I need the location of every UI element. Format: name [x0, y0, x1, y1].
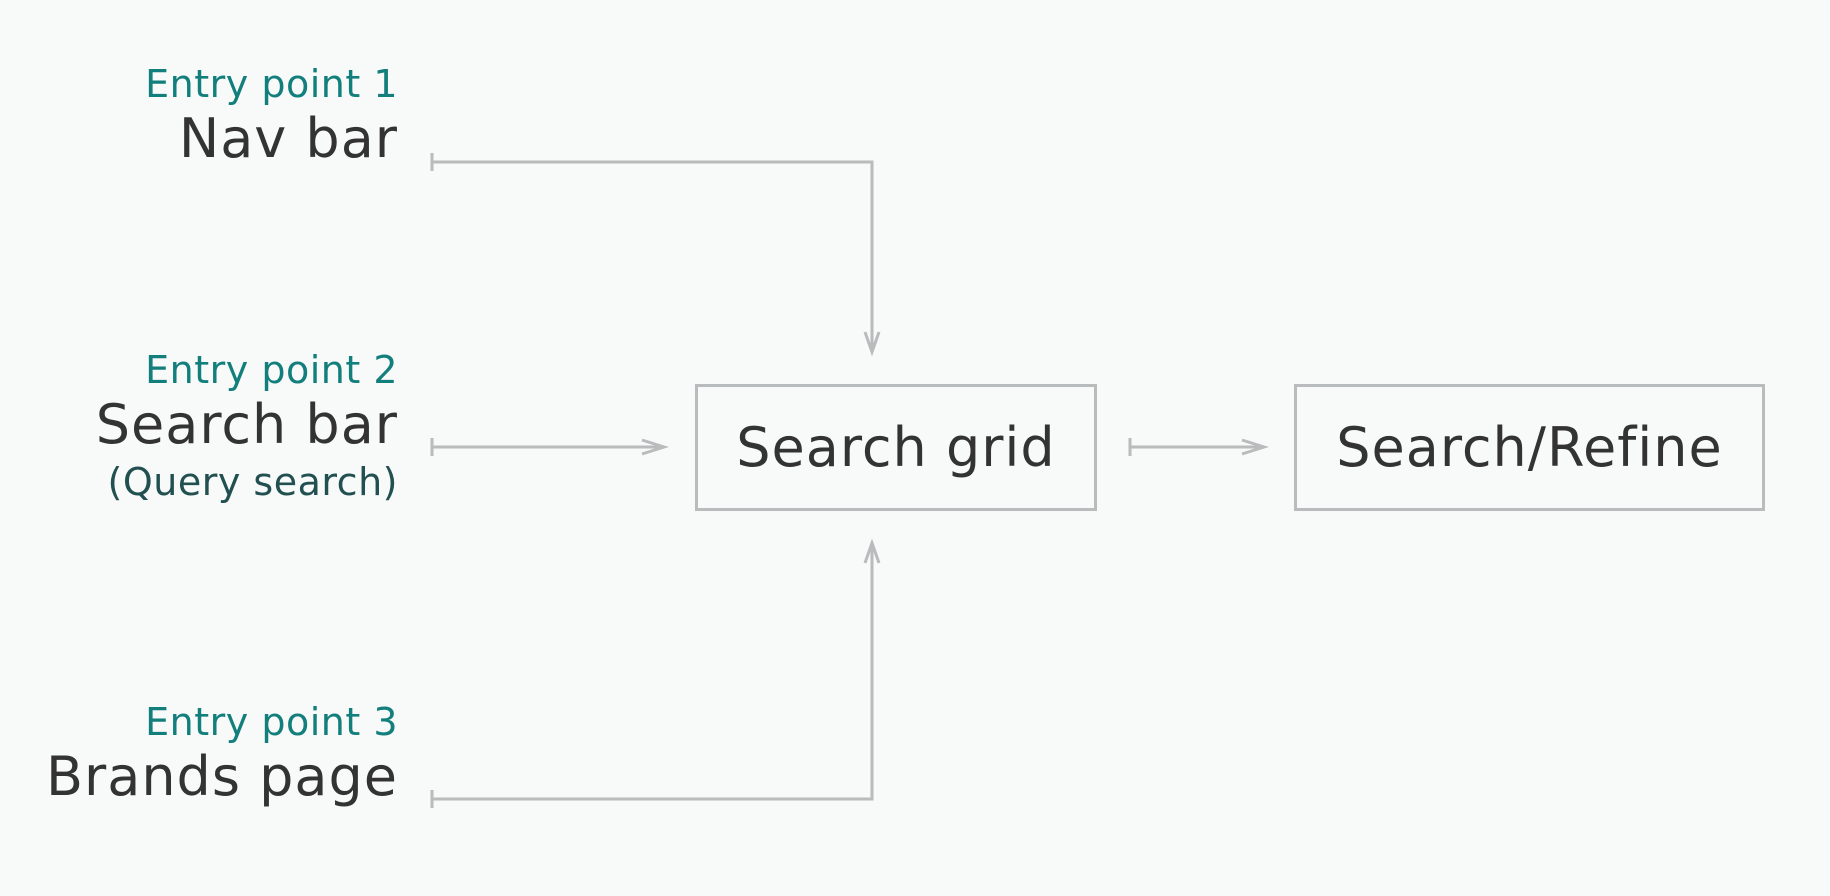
connector-grid-to-refine [1128, 438, 1269, 456]
entry-point-1: Entry point 1 Nav bar [145, 62, 398, 172]
connector-brands-to-grid [430, 538, 881, 808]
entry-point-3: Entry point 3 Brands page [46, 700, 398, 810]
entry-point-3-tag: Entry point 3 [145, 700, 398, 744]
connector-search-to-grid [430, 438, 669, 456]
entry-point-3-name: Brands page [45, 745, 398, 808]
search-grid-label: Search grid [736, 416, 1056, 479]
entry-point-2-tag: Entry point 2 [145, 348, 398, 392]
connector-nav-to-grid [430, 153, 881, 357]
search-refine-label: Search/Refine [1336, 416, 1723, 479]
search-refine-node: Search/Refine [1294, 384, 1765, 511]
entry-point-1-name: Nav bar [178, 107, 398, 170]
entry-point-2-note: (Query search) [107, 460, 398, 504]
search-grid-node: Search grid [695, 384, 1097, 511]
entry-point-2: Entry point 2 Search bar (Query search) [96, 348, 398, 506]
entry-point-2-name: Search bar [95, 393, 398, 456]
entry-point-1-tag: Entry point 1 [145, 62, 398, 106]
